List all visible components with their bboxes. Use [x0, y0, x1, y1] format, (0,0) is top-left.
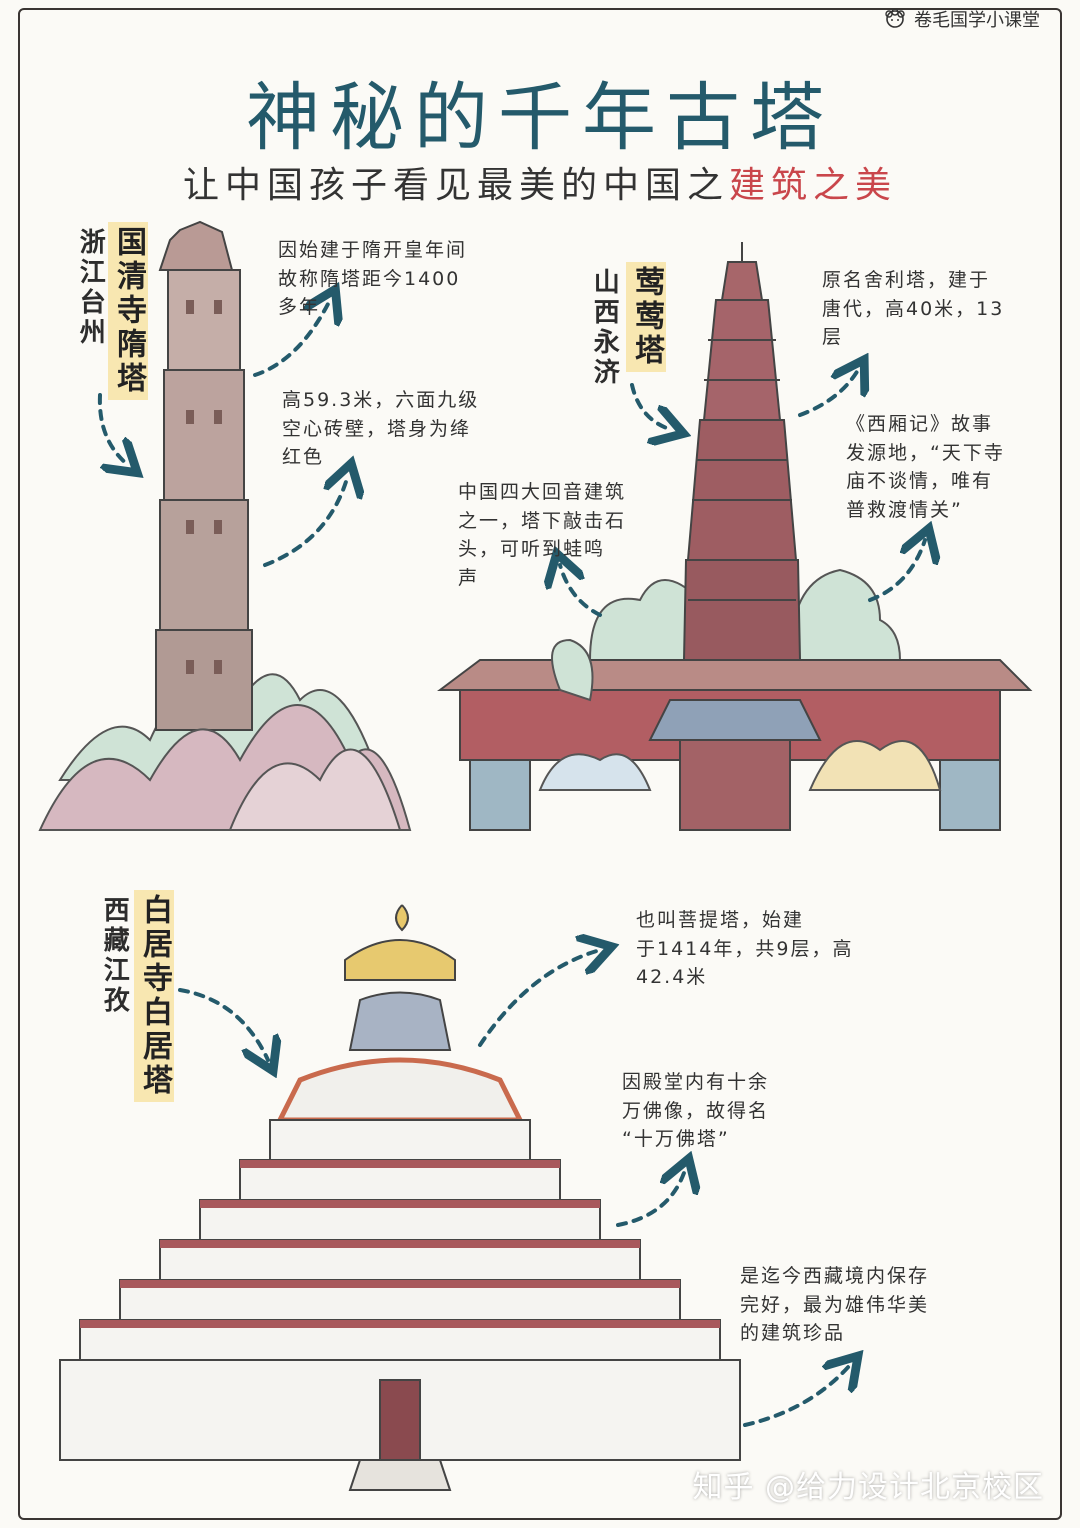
subtitle-accent: 建筑之美: [729, 165, 898, 206]
brand: 卷毛国学小课堂: [882, 6, 1040, 32]
connector-arrows: [97, 300, 925, 1427]
page-title: 神秘的千年古塔: [246, 75, 834, 161]
curly-hair-logo-icon: [885, 9, 905, 28]
sui-note-2: 高59.3米，六面九级 空心砖壁，塔身为绛 红色: [282, 389, 480, 468]
baiju-note-2: 因殿堂内有十余 万佛像，故得名 “十万佛塔”: [622, 1071, 770, 1150]
arrow-baiju-note-2: [616, 1170, 685, 1227]
arrow-baiju-name: [178, 988, 268, 1060]
baiju-note-3: 是迄今西藏境内保存 完好，最为雄伟华美 的建筑珍品: [740, 1265, 930, 1344]
baiju-place-label: 西藏江孜: [99, 896, 130, 1016]
yingying-name-label: 莺莺塔: [626, 262, 666, 372]
zhihu-watermark: 知乎 @给力设计北京校区: [692, 1470, 1044, 1505]
subtitle-plain: 让中国孩子看见最美的中国之: [182, 165, 729, 206]
sui-place-label: 浙江台州: [75, 228, 106, 348]
page-frame: [18, 8, 1062, 1520]
yingying-note-3: 中国四大回音建筑 之一，塔下敲击石 头，可听到蛙鸣 声: [458, 481, 627, 589]
arrow-yingying-note-3: [560, 565, 602, 617]
arrow-sui-name: [97, 393, 128, 465]
arrow-sui-note-1: [253, 300, 330, 377]
yingying-note-1: 原名舍利塔，建于 唐代，高40米，13 层: [822, 269, 1005, 348]
yingying-pagoda-illustration: [437, 242, 1033, 831]
sui-pagoda-illustration: [38, 220, 412, 831]
arrow-baiju-note-3: [743, 1365, 850, 1427]
arrow-baiju-note-1: [478, 950, 600, 1047]
arrow-yingying-name: [630, 383, 672, 430]
arrow-yingying-note-1: [798, 370, 858, 417]
arrow-sui-note-2: [263, 475, 348, 567]
arrow-yingying-note-2: [868, 540, 925, 602]
sui-note-1: 因始建于隋开皇年间 故称隋塔距今1400 多年: [278, 239, 468, 318]
baiju-stupa-illustration: [59, 904, 741, 1491]
brand-name: 卷毛国学小课堂: [914, 10, 1040, 31]
page-subtitle: 让中国孩子看见最美的中国之建筑之美: [0, 156, 1080, 208]
baiju-name-label: 白居寺白居塔: [134, 890, 174, 1102]
baiju-note-1: 也叫菩提塔，始建 于1414年，共9层，高 42.4米: [636, 909, 854, 988]
yingying-place-label: 山西永济: [589, 268, 620, 388]
yingying-note-2: 《西厢记》故事 发源地，“天下寺 庙不谈情，唯有 普救渡情关”: [846, 413, 1005, 521]
sui-name-label: 国清寺隋塔: [108, 222, 148, 400]
